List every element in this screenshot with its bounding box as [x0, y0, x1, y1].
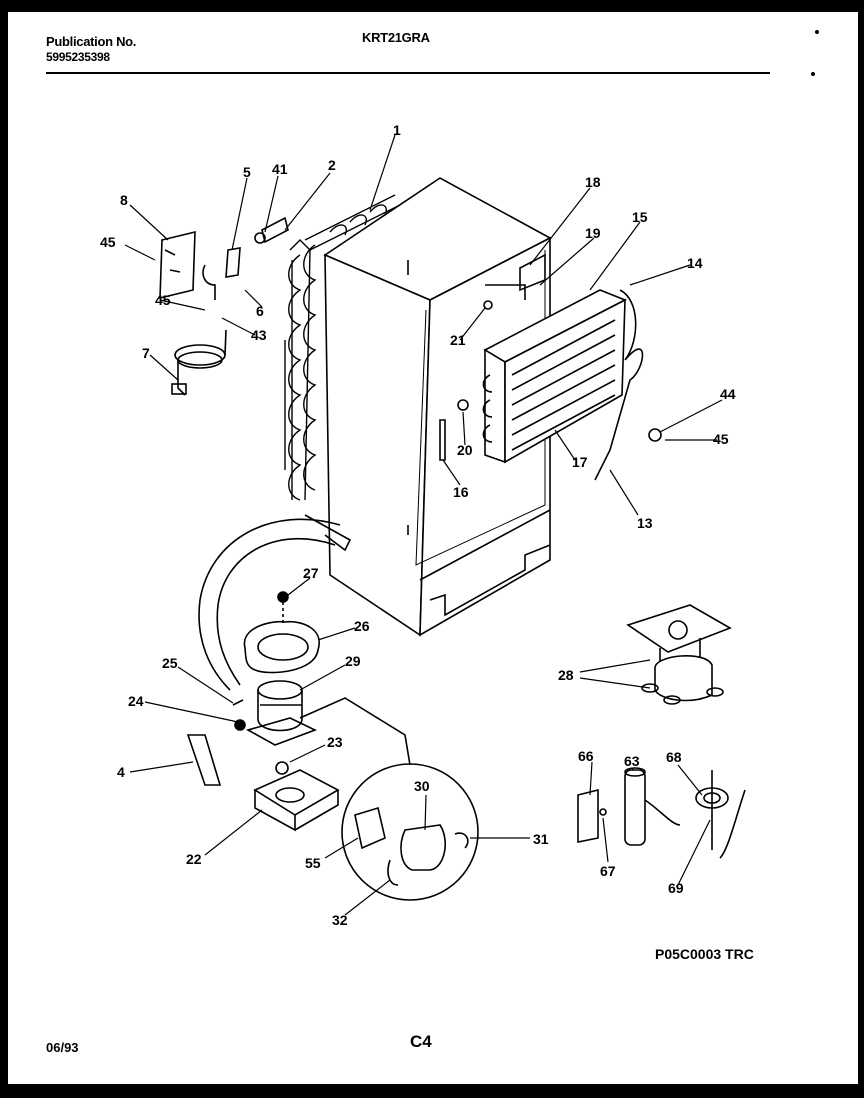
drain-tube: [198, 514, 352, 691]
callout-label: 69: [668, 880, 684, 896]
callout-label: 45: [713, 431, 729, 447]
margin-mark: [811, 72, 815, 76]
callout-label: 7: [142, 345, 150, 361]
small-parts: [577, 767, 746, 859]
publication-number: 5995235398: [46, 50, 110, 64]
callout-label: 21: [450, 332, 466, 348]
issue-date: 06/93: [46, 1040, 79, 1055]
callout-label: 26: [354, 618, 370, 634]
diagram-id: P05C0003 TRC: [655, 946, 754, 962]
callout-label: 25: [162, 655, 178, 671]
callout-label: 28: [558, 667, 574, 683]
callout-label: 30: [414, 778, 430, 794]
callout-label: 45: [155, 292, 171, 308]
callout-label: 4: [117, 764, 125, 780]
callout-label: 23: [327, 734, 343, 750]
margin-mark: [815, 30, 819, 34]
callout-label: 19: [585, 225, 601, 241]
evaporator: [482, 253, 644, 481]
relay-detail: [299, 697, 479, 901]
control-housing: [159, 216, 289, 300]
page-code: C4: [410, 1032, 432, 1051]
condenser-coil: [284, 194, 401, 501]
callout-label: 20: [457, 442, 473, 458]
header-rule: [46, 72, 770, 74]
fan-motor: [626, 604, 732, 705]
callout-label: 43: [251, 327, 267, 343]
compressor-base: [253, 761, 340, 832]
callout-label: 18: [585, 174, 601, 190]
callout-label: 17: [572, 454, 588, 470]
callout-label: 1: [393, 122, 401, 138]
callout-label: 66: [578, 748, 594, 764]
callout-label: 67: [600, 863, 616, 879]
callout-label: 5: [243, 164, 251, 180]
callout-label: 31: [533, 831, 549, 847]
drain-pan: [243, 591, 320, 674]
callout-label: 63: [624, 753, 640, 769]
callout-label: 29: [345, 653, 361, 669]
callout-label: 2: [328, 157, 336, 173]
callout-label: 13: [637, 515, 653, 531]
callout-label: 32: [332, 912, 348, 928]
callout-label: 68: [666, 749, 682, 765]
callout-label: 14: [687, 255, 703, 271]
callout-label: 45: [100, 234, 116, 250]
callout-label: 24: [128, 693, 144, 709]
callout-label: 6: [256, 303, 264, 319]
callout-label: 8: [120, 192, 128, 208]
publication-label: Publication No.: [46, 34, 137, 49]
callout-label: 27: [303, 565, 319, 581]
model-number: KRT21GRA: [362, 30, 430, 45]
callout-label: 44: [720, 386, 736, 402]
callout-label: 55: [305, 855, 321, 871]
callout-label: 22: [186, 851, 202, 867]
callout-label: 15: [632, 209, 648, 225]
clamp: [186, 734, 222, 786]
compressor: [245, 680, 318, 746]
callout-label: 41: [272, 161, 288, 177]
callout-label: 16: [453, 484, 469, 500]
power-cord: [171, 329, 227, 396]
